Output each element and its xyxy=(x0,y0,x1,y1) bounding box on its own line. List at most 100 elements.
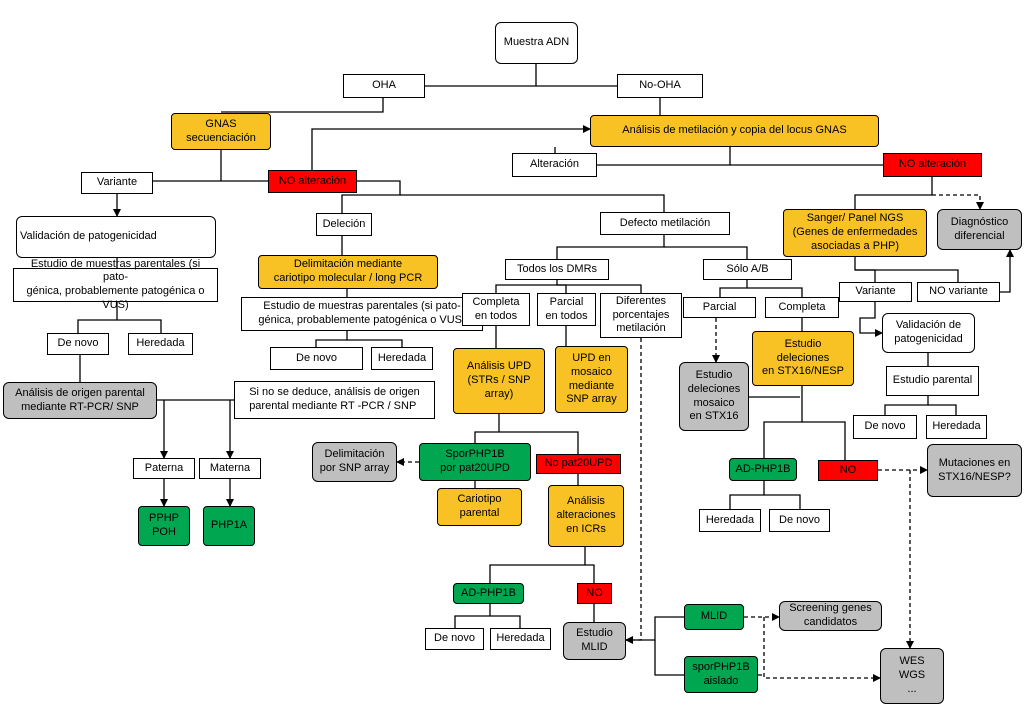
node-estudio1: Estudio de muestras parentales (si pato-… xyxy=(13,258,218,311)
node-defmetil: Defecto metilación xyxy=(600,212,730,235)
connector-53 xyxy=(763,386,803,458)
connector-11 xyxy=(597,147,731,166)
node-nodeduce: Si no se deduce, análisis de origen pare… xyxy=(234,381,435,419)
connector-16 xyxy=(77,302,118,333)
connector-30 xyxy=(855,269,959,282)
node-pphp: PPHP POH xyxy=(138,506,190,546)
node-php1a: PHP1A xyxy=(203,506,255,546)
node-heredada4: Heredada xyxy=(699,509,761,532)
node-todos: Todos los DMRs xyxy=(505,259,609,280)
node-alteracion: Alteración xyxy=(512,153,597,177)
connector-49 xyxy=(474,431,499,443)
node-estmlid: Estudio MLID xyxy=(563,622,626,660)
node-denovo2: De novo xyxy=(270,347,363,370)
connector-57 xyxy=(764,494,801,509)
node-analisisicr: Análisis alteraciones en ICRs xyxy=(548,485,624,547)
node-validacion2: Validación de patogenicidad xyxy=(882,313,975,353)
node-denovo5: De novo xyxy=(425,628,484,650)
connector-4 xyxy=(220,150,268,182)
node-gnas: GNAS secuenciación xyxy=(171,113,271,150)
node-noalt1: NO alteración xyxy=(268,170,357,193)
node-no1: NO xyxy=(818,460,878,481)
node-sporaislado: sporPHP1B aislado xyxy=(684,656,758,693)
node-completa1: Completa en todos xyxy=(462,293,530,326)
node-origen: Análisis de origen parental mediante RT-… xyxy=(3,382,157,419)
node-completa2: Completa xyxy=(765,297,839,318)
node-adphp1: AD-PHP1B xyxy=(729,458,797,481)
node-mutaciones: Mutaciones en STX16/NESP? xyxy=(927,444,1022,497)
node-nooha: No-OHA xyxy=(617,74,703,98)
connector-58 xyxy=(489,547,586,583)
connector-63 xyxy=(626,616,684,641)
node-estdel: Estudio deleciones en STX16/NESP xyxy=(752,331,854,386)
node-variante1: Variante xyxy=(81,172,153,194)
node-updmos: UPD en mosaico mediante SNP array xyxy=(555,346,628,413)
node-diferentes: Diferentes porcentajes metilación xyxy=(600,293,682,338)
node-validacion1: Validación de patogenicidad xyxy=(16,216,216,258)
connector-9 xyxy=(400,194,665,212)
arrow-32 xyxy=(859,302,883,337)
node-upd: Análisis UPD (STRs / SNP array) xyxy=(453,348,545,414)
connector-22 xyxy=(556,235,665,259)
node-heredada3: Heredada xyxy=(926,415,987,439)
node-no2: NO xyxy=(577,583,612,604)
connector-24 xyxy=(495,280,558,293)
node-denovo3: De novo xyxy=(853,415,917,439)
connector-28 xyxy=(747,287,803,297)
connector-59 xyxy=(585,564,595,583)
node-denovo4: De novo xyxy=(769,509,830,532)
node-heredada2: Heredada xyxy=(371,347,433,370)
node-metil: Análisis de metilación y copia del locus… xyxy=(590,115,879,147)
node-sanger: Sanger/ Panel NGS (Genes de enfermedades… xyxy=(783,209,927,257)
node-estparental: Estudio parental xyxy=(886,366,979,396)
node-nopat: No pat20UPD xyxy=(536,454,621,474)
connector-40 xyxy=(928,404,957,415)
dashed-arrow-37 xyxy=(625,338,642,644)
node-delim: Delimitación mediante cariotipo molecula… xyxy=(258,255,438,289)
node-oha: OHA xyxy=(343,74,425,98)
node-variante2: Variante xyxy=(839,282,912,302)
arrow-7 xyxy=(311,125,591,170)
node-soloab: Sólo A/B xyxy=(703,259,792,280)
node-denovo1: De novo xyxy=(47,333,109,355)
connector-54 xyxy=(802,421,846,460)
connector-60 xyxy=(454,604,491,628)
connector-20 xyxy=(315,331,348,347)
node-novariante: NO variante xyxy=(917,282,1000,302)
connector-23 xyxy=(664,246,748,259)
node-heredada5: Heredada xyxy=(490,628,551,650)
connector-2 xyxy=(221,98,384,113)
connector-25 xyxy=(557,284,567,293)
connector-27 xyxy=(719,280,748,297)
connector-17 xyxy=(117,319,162,333)
node-adphp2: AD-PHP1B xyxy=(453,583,524,604)
connector-61 xyxy=(490,615,521,628)
node-delimsnp: Delimitación por SNP array xyxy=(312,442,397,482)
node-sporphp: SporPHP1B por pat20UPD xyxy=(419,443,531,481)
node-materna: Materna xyxy=(199,458,261,479)
connector-48 xyxy=(498,414,579,454)
node-noalt2: NO alteración xyxy=(883,153,982,177)
connector-56 xyxy=(729,481,765,509)
dashed-arrow-14 xyxy=(932,194,984,210)
node-diagdif: Diagnóstico diferencial xyxy=(937,209,1022,250)
connector-13 xyxy=(854,177,933,209)
node-estudio2: Estudio de muestras parentales (si pato-… xyxy=(241,297,483,331)
node-screening: Screening genes candidatos xyxy=(779,601,882,631)
connector-64 xyxy=(654,640,684,676)
node-muestra: Muestra ADN xyxy=(495,22,578,64)
node-wes: WES WGS ... xyxy=(880,648,944,704)
connector-21 xyxy=(347,339,403,347)
node-paterna: Paterna xyxy=(133,458,195,479)
connector-26 xyxy=(557,284,642,293)
node-delecion: Deleción xyxy=(316,213,372,236)
node-parcial1: Parcial en todos xyxy=(537,293,596,326)
connector-39 xyxy=(884,396,929,415)
node-cariotipo: Cariotipo parental xyxy=(437,488,522,526)
node-estdelmos: Estudio deleciones mosaico en STX16 xyxy=(679,362,749,431)
node-mlid: MLID xyxy=(684,604,744,630)
arrow-31 xyxy=(1000,249,1014,293)
node-parcial2: Parcial xyxy=(683,297,756,318)
